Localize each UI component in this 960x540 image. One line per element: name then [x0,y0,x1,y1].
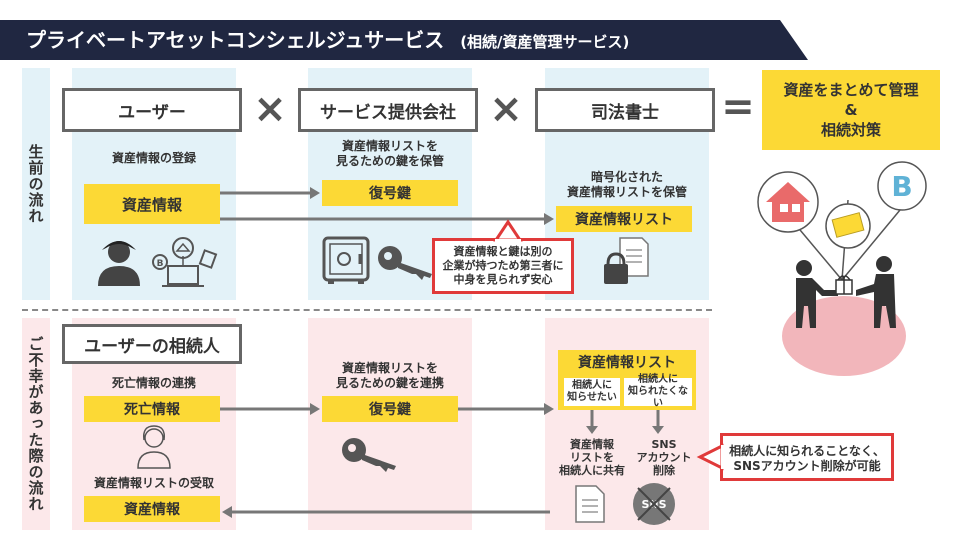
asset-list-box-top: 資産情報リスト [556,206,692,232]
giver-figure [796,278,838,328]
asset-info-box-bottom: 資産情報 [84,496,220,522]
document-icon [575,485,605,523]
decrypt-key-box-bottom: 復号鍵 [322,396,458,422]
row-label-after: ご不幸があった際の流れ [22,318,50,530]
bitcoin-icon: B [891,170,912,203]
row-label-before: 生前の流れ [22,68,50,300]
bitcoin-bubble [877,161,927,211]
receive-caption: 資産情報リストの受取 [93,476,214,490]
inheritance-illustration: B [757,161,927,376]
svg-text:B: B [157,259,164,269]
title-bar [0,20,808,60]
entity-scrivener: 司法書士 [535,88,715,132]
arrowhead-1 [310,187,320,199]
result-box: 資産をまとめて管理 & 相続対策 [762,70,940,150]
heir-person-icon [137,425,171,469]
callout-security: 資産情報と鍵は別の企業が持つため第三者に中身を見られず安心 [432,238,574,294]
cash-icon [831,212,865,238]
key-icon-bottom [342,438,396,472]
entity-user: ユーザー [62,88,242,132]
key-icon-top [378,246,432,280]
death-info-box: 死亡情報 [84,396,220,422]
asset-info-box-top: 資産情報 [84,184,220,224]
equals-operator: = [721,84,755,130]
user-person-icon [98,241,140,286]
key-storage-caption: 資産情報リストを見るための鍵を保管 [335,139,444,168]
receiver-figure [856,274,896,328]
share-with-heir-caption: 資産情報リストを相続人に共有 [559,438,625,477]
register-caption: 資産情報の登録 [111,151,196,165]
death-info-caption: 死亡情報の連携 [111,376,196,390]
page-title: プライベートアセットコンシェルジュサービス(相続/資産管理サービス) [26,28,630,52]
page-subtitle: (相続/資産管理サービス) [460,33,630,51]
key-link-caption: 資産情報リストを見るための鍵を連携 [335,361,444,390]
service-panel-bottom [308,318,472,530]
option-notify-heir: 相続人に知らせたい [564,378,620,406]
section-divider [22,309,712,311]
safe-icon [322,236,370,284]
sns-deleted-icon: SNS [632,482,676,526]
times-operator-1: × [253,86,287,132]
option-hide-from-heir: 相続人に知られたくない [624,374,692,409]
arrowhead-2 [544,213,554,225]
entity-service-company: サービス提供会社 [298,88,478,132]
assets-laptop-icon: B [152,237,218,287]
locked-document-icon [604,237,649,284]
encrypted-storage-caption: 暗号化された資産情報リストを保管 [566,170,687,199]
decrypt-key-box-top: 復号鍵 [322,180,458,206]
times-operator-2: × [489,86,523,132]
entity-heir: ユーザーの相続人 [62,324,242,364]
asset-list-box-bottom: 資産情報リスト 相続人に知らせたい 相続人に知られたくない [558,350,696,410]
